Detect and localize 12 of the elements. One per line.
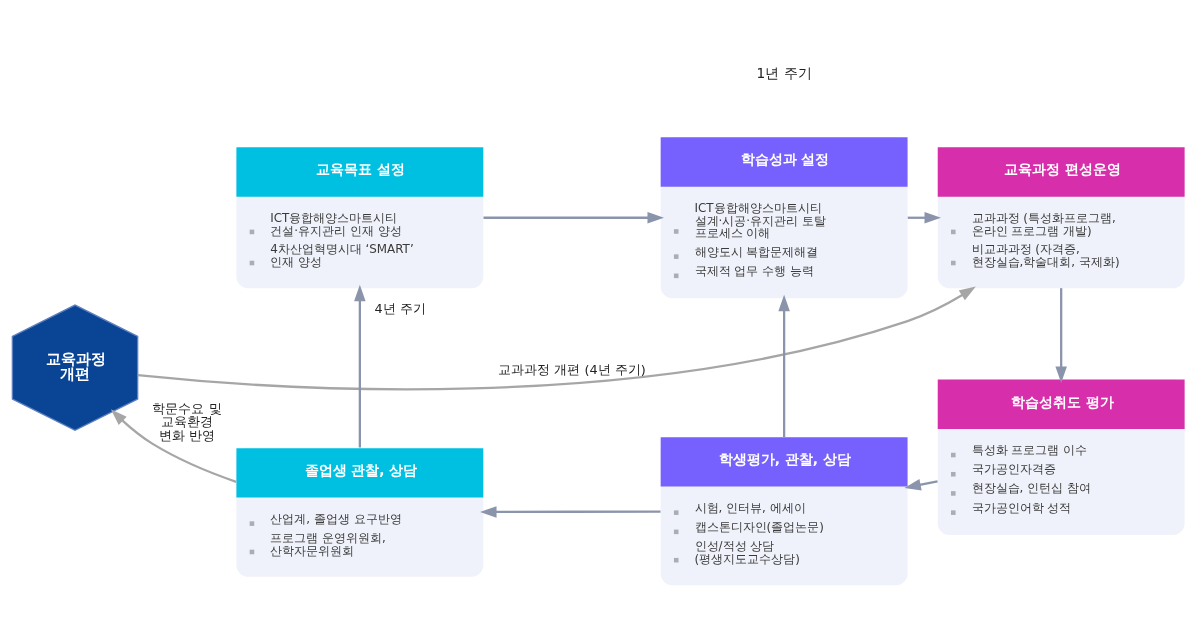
arrow [480,506,661,518]
arrow [1055,288,1067,383]
edge-label: 4년 주기 [374,301,426,317]
arrow [137,286,976,391]
arrow [778,294,790,438]
edge-label: 교과과정 개편 (4년 주기) [498,362,646,378]
arrow [483,212,664,224]
arrow [904,479,938,491]
edge-label: 학문수요 및 교육환경 변화 반영 [152,400,222,444]
label: 1년 주기 [756,65,812,82]
arrow [354,284,366,448]
arrow [110,409,237,483]
